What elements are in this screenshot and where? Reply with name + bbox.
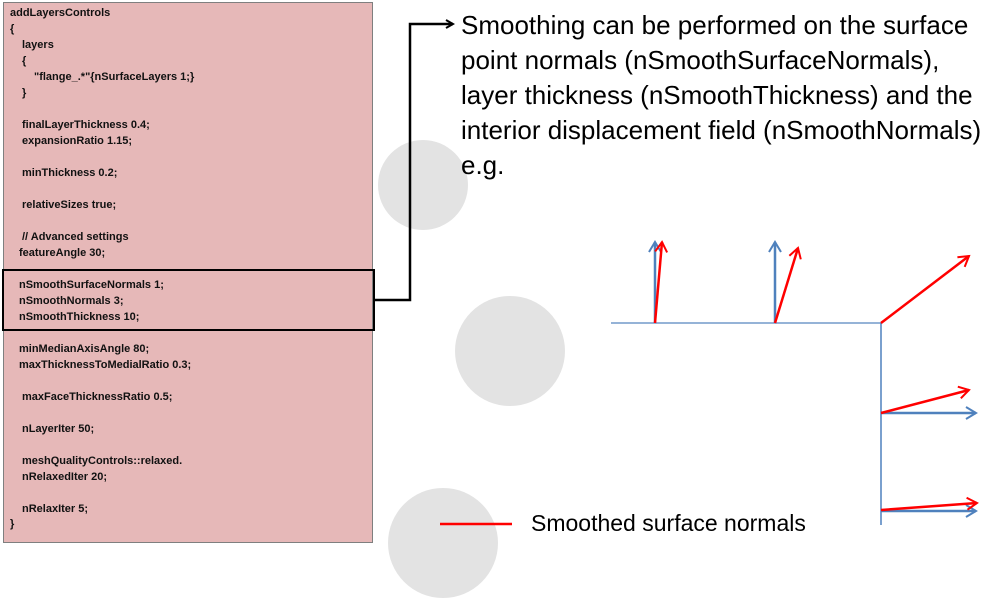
bg-circle — [378, 140, 468, 230]
smoothed-normal-arrow — [773, 246, 802, 324]
code-line: maxFaceThicknessRatio 0.5; — [22, 391, 173, 403]
code-line: nSmoothNormals 3; — [19, 295, 124, 307]
bg-circle — [455, 296, 565, 406]
code-line: meshQualityControls::relaxed. — [22, 455, 183, 467]
code-line: minThickness 0.2; — [22, 167, 118, 179]
code-line: "flange_.*"{nSurfaceLayers 1;} — [34, 71, 195, 83]
smoothed-normal-arrow — [653, 240, 669, 324]
smoothed-normal-arrow — [880, 254, 971, 324]
description-text: Smoothing can be performed on the surfac… — [461, 10, 982, 180]
code-line: relativeSizes true; — [22, 199, 117, 211]
code-line: layers — [22, 39, 54, 51]
connector-arrow — [375, 24, 453, 302]
code-line: nLayerIter 50; — [22, 423, 95, 435]
legend-label: Smoothed surface normals — [531, 510, 806, 536]
code-line: { — [22, 55, 27, 67]
code-line: nSmoothSurfaceNormals 1; — [19, 279, 164, 291]
smoothed-normal-arrow — [880, 496, 979, 512]
code-line: minMedianAxisAngle 80; — [19, 343, 150, 355]
code-line: nSmoothThickness 10; — [19, 311, 140, 323]
code-line: finalLayerThickness 0.4; — [22, 119, 150, 131]
code-line: nRelaxIter 5; — [22, 503, 89, 515]
smoothed-normal-arrow — [880, 385, 971, 415]
code-line: } — [22, 87, 27, 99]
code-line: { — [10, 23, 15, 35]
code-box — [3, 2, 373, 543]
code-line: } — [10, 518, 15, 530]
code-line: addLayersControls — [10, 7, 111, 19]
highlight-box — [2, 269, 375, 331]
normals-diagram — [375, 0, 979, 526]
code-line: nRelaxedIter 20; — [22, 471, 107, 483]
code-line: featureAngle 30; — [19, 247, 106, 259]
code-line: expansionRatio 1.15; — [22, 135, 133, 147]
code-line: // Advanced settings — [22, 231, 129, 243]
code-line: maxThicknessToMedialRatio 0.3; — [19, 359, 192, 371]
